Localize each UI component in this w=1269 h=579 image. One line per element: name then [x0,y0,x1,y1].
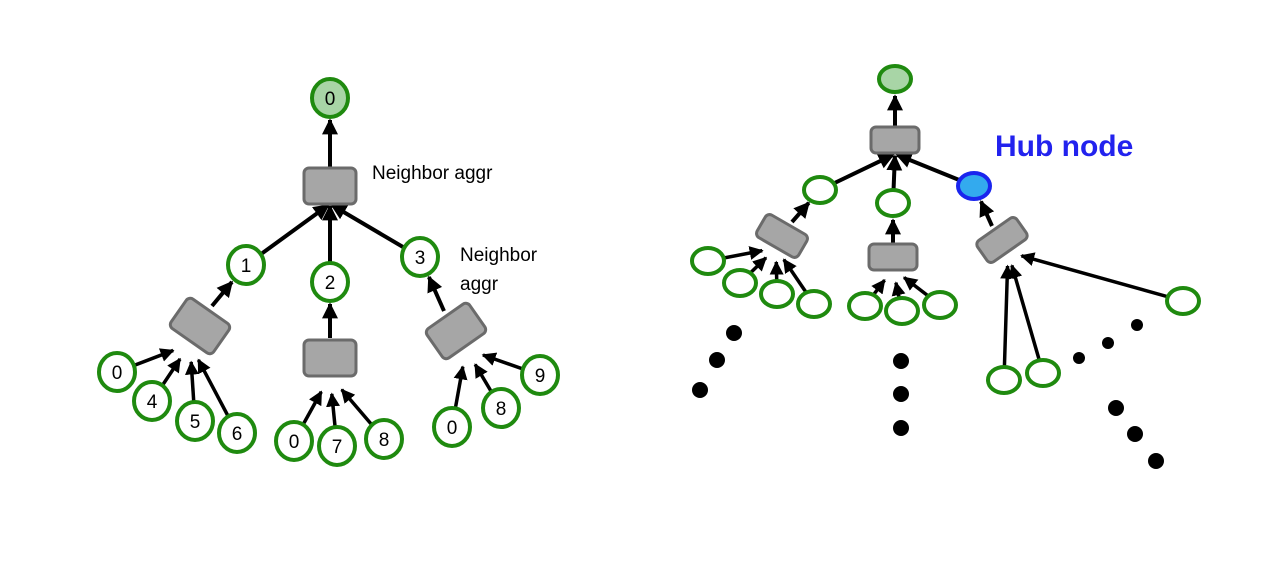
ellipsis-dot [893,420,909,436]
level2-node [217,412,257,454]
level1-node [310,261,350,303]
level2-node [759,279,795,309]
level2-node [481,387,521,429]
ellipsis-dot [893,353,909,369]
ellipsis-dot [893,386,909,402]
ellipsis-dot [1131,319,1143,331]
aggregator-box [302,166,358,206]
aggregator-box [975,216,1029,264]
neighbor-aggr-label-mid-2: aggr [460,274,499,295]
level2-node [175,400,215,442]
node-label: 3 [415,248,426,269]
aggregator-box [302,338,358,378]
edge-arrow [1020,252,1184,303]
node-label: 0 [112,363,123,384]
hub-node [956,171,992,201]
level2-node [1025,358,1061,388]
node-label: 0 [447,418,458,439]
level2-node [722,268,758,298]
node-label: 7 [332,437,343,458]
node-label: 2 [325,273,336,294]
root-node [310,77,350,119]
level2-node [922,290,958,320]
root-node [877,64,913,94]
ellipsis-dot [1108,400,1124,416]
node-label: 4 [147,392,158,413]
edge-arrow [1000,264,1015,381]
ellipsis-dot [709,352,725,368]
hub-node-label: Hub node [995,130,1133,163]
level2-node [520,354,560,396]
node-label: 9 [535,366,546,387]
edge-arrow [1008,264,1045,374]
level1-node [875,188,911,218]
node-label: 5 [190,412,201,433]
edge-arrow [427,275,446,312]
aggregator-box [867,242,919,272]
ellipsis-dot [692,382,708,398]
level2-node [274,420,314,462]
level2-node [1165,286,1201,316]
level2-node [796,289,832,319]
neighbor-aggr-label-top: Neighbor aggr [372,163,493,184]
aggregator-box [755,213,809,259]
aggregator-box [424,301,488,361]
level2-node [432,406,472,448]
level2-node [364,418,404,460]
node-label: 8 [496,399,507,420]
level1-node [400,236,440,278]
node-label: 0 [325,89,336,110]
level2-node [690,246,726,276]
left-computation-graph: 0 1 2 3 0 4 5 6 0 7 8 0 8 9 [97,77,560,467]
node-label: 1 [241,256,252,277]
level2-node [847,291,883,321]
level2-node [884,296,920,326]
node-label: 6 [232,424,243,445]
node-label: 8 [379,430,390,451]
level1-node [226,244,266,286]
level1-node [802,175,838,205]
level2-node [986,365,1022,395]
edge-arrow [210,280,234,308]
aggregator-box [168,296,232,356]
neighbor-aggr-label-mid-1: Neighbor [460,245,538,266]
edge-arrow [790,201,811,224]
right-computation-graph-with-hub [690,64,1201,469]
ellipsis-dot [1127,426,1143,442]
ellipsis-dot [1148,453,1164,469]
level2-node [132,380,172,422]
aggregator-box [869,125,921,155]
node-label: 0 [289,432,300,453]
ellipsis-dot [726,325,742,341]
level2-node [317,425,357,467]
edge-arrow [979,200,995,227]
ellipsis-dot [1073,352,1085,364]
ellipsis-dot [1102,337,1114,349]
level2-node [97,351,137,393]
